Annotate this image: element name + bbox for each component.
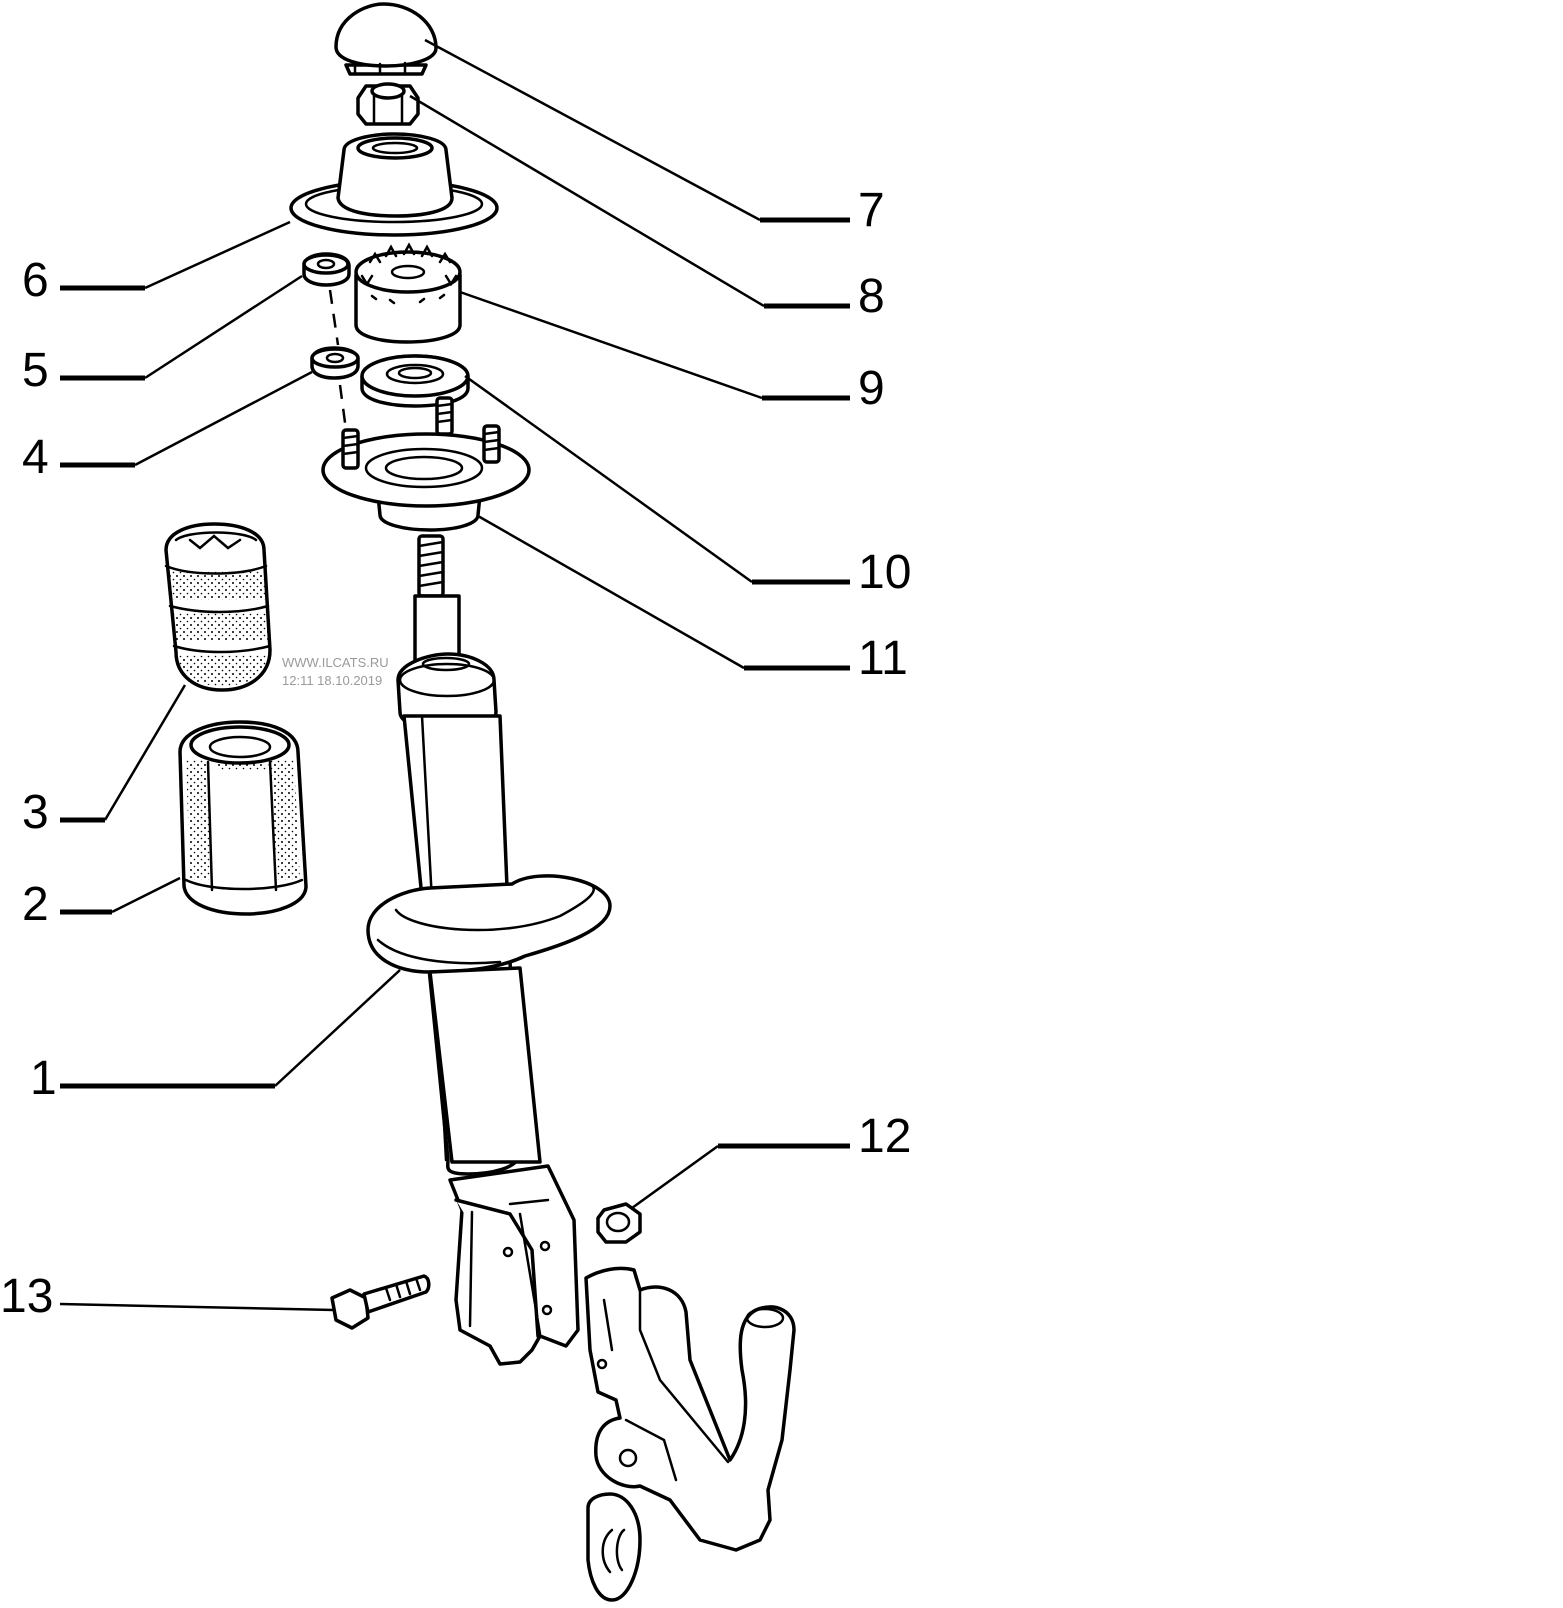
steering-knuckle (584, 1266, 796, 1602)
callout-5: 5 (22, 344, 49, 397)
alignment-line (328, 289, 348, 431)
callout-10: 10 (858, 546, 911, 599)
callout-9: 9 (858, 362, 885, 415)
bolt (330, 1274, 431, 1330)
callout-1: 1 (30, 1052, 57, 1105)
shock-absorber-strut (366, 534, 612, 1366)
callout-4: 4 (22, 431, 49, 484)
callout-8: 8 (858, 270, 885, 323)
dust-cap (334, 2, 438, 76)
callout-12: 12 (858, 1110, 911, 1163)
upper-strut-mount (289, 132, 499, 237)
watermark-timestamp: 12:11 18.10.2019 (282, 673, 382, 688)
small-nut (302, 252, 351, 287)
callout-7: 7 (858, 184, 885, 237)
watermark-site: WWW.ILCATS.RU (282, 655, 389, 670)
callout-3: 3 (22, 786, 49, 839)
callout-13: 13 (0, 1270, 53, 1323)
protective-boot (178, 720, 308, 916)
callout-11: 11 (858, 632, 908, 685)
small-washer (310, 346, 360, 380)
flange-nut (596, 1202, 642, 1244)
thrust-washer (360, 354, 470, 408)
callout-6: 6 (22, 254, 49, 307)
lower-mounting-plate (321, 396, 531, 532)
rubber-bushing (354, 242, 462, 344)
leader-lines (59, 38, 850, 1312)
bump-stop (164, 522, 272, 692)
callout-2: 2 (22, 878, 49, 931)
top-nut (356, 82, 420, 126)
